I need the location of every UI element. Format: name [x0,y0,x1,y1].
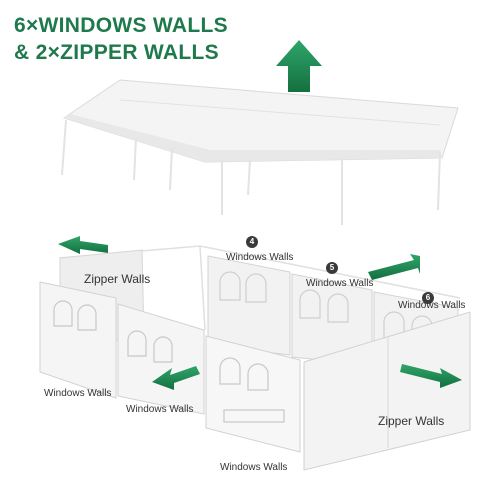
windows-wall-4 [207,255,291,356]
label-windows-walls-5: Windows Walls [306,278,374,289]
label-windows-walls-front: Windows Walls [220,462,288,473]
zipper-wall-front [303,311,471,471]
window-panes-front [53,300,285,423]
label-zipper-walls-front: Zipper Walls [378,414,445,428]
label-windows-walls-4: Windows Walls [226,252,294,263]
badge-6: 6 [422,292,434,304]
tent-roof [62,79,459,163]
label-windows-walls-left: Windows Walls [44,388,112,399]
badge-4: 4 [246,236,258,248]
label-windows-walls-6: Windows Walls [398,300,466,311]
windows-wall-front [205,335,301,453]
tent-legs [61,119,441,225]
label-zipper-walls-back: Zipper Walls [84,272,151,286]
badge-5: 5 [326,262,338,274]
headline: 6×WINDOWS WALLS & 2×ZIPPER WALLS [14,12,228,66]
arrow-icon [368,254,420,280]
arrow-icon [400,364,462,388]
roof-ridge [119,99,441,126]
tent-roof-shade [64,114,442,162]
headline-line-2: & 2×ZIPPER WALLS [14,41,219,64]
arrow-icon [276,40,322,92]
arrow-icon [58,236,108,254]
arrow-icon [152,366,200,390]
window-panes-back [219,271,433,343]
label-windows-walls-mid: Windows Walls [126,404,194,415]
windows-wall-left [39,281,117,399]
windows-wall-mid [117,303,205,415]
headline-line-1: 6×WINDOWS WALLS [14,14,228,37]
